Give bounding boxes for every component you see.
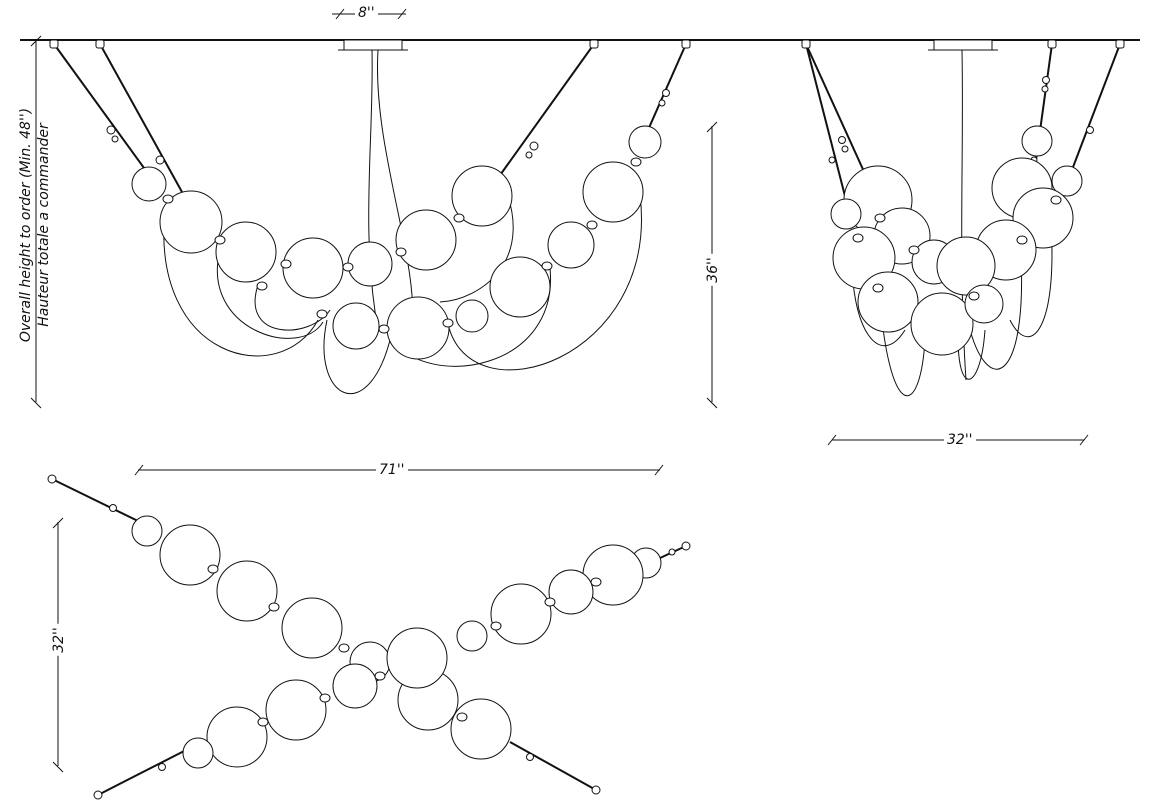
overall-height-note: Overall height to order (Min. 48'') Haut…	[17, 45, 53, 405]
front-view	[49, 39, 691, 395]
plan-depth-label: 32''	[50, 624, 67, 656]
height-label: 36''	[704, 254, 721, 286]
front-width-label: 71''	[376, 462, 408, 478]
overall-height-note-en: Overall height to order (Min. 48'')	[18, 107, 34, 343]
dim-line-overall	[30, 35, 42, 409]
overall-height-note-fr: Hauteur totale a commander	[36, 123, 52, 327]
plan-view	[47, 474, 691, 800]
side-canopy	[933, 39, 993, 51]
side-view	[801, 39, 1125, 397]
side-width-label: 32''	[944, 432, 976, 448]
front-canopy	[343, 39, 403, 51]
canopy-width-label: 8''	[355, 5, 378, 21]
